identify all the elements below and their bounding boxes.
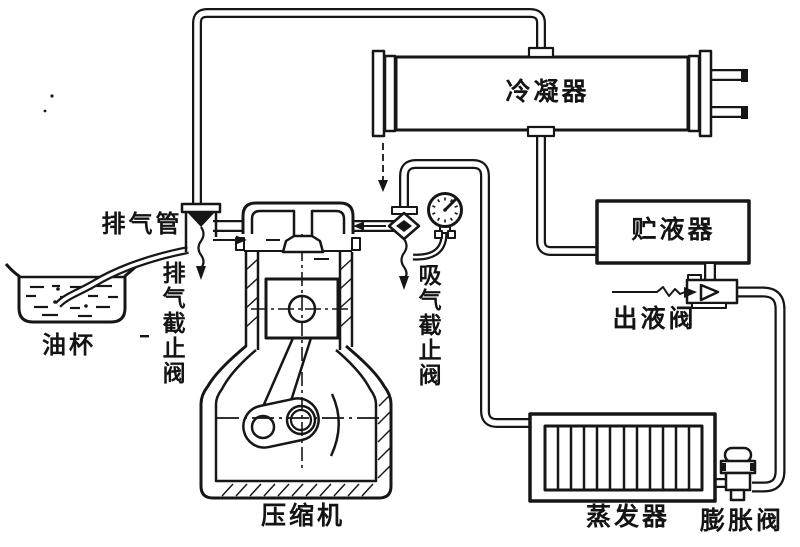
liquid-outlet-valve <box>612 274 739 309</box>
discharge-valve-stem-wavy <box>197 226 205 269</box>
suction-riser-pipe-core <box>401 161 533 426</box>
liquid-flow-squiggle <box>612 286 686 297</box>
discharge-flow-arrowhead <box>236 235 247 245</box>
gauge-foot-left <box>434 230 443 239</box>
suction-stop-valve <box>378 143 421 290</box>
discharge-valve-stem-arrow <box>196 266 206 280</box>
crankcase-base-hatch <box>221 394 391 497</box>
condenser-outlet-pipe <box>536 128 601 256</box>
expansion-valve <box>719 446 757 502</box>
liquid-valve-base <box>691 302 727 309</box>
condenser-endcap-left-outer <box>371 49 386 138</box>
label-discharge-pipe: 排气管 <box>101 210 183 238</box>
condenser <box>371 46 748 138</box>
cylinder-wall-hatch <box>245 258 353 328</box>
head-outer-arch <box>241 201 355 234</box>
expansion-valve-collar <box>719 459 757 475</box>
condenser-endcap-left-inner <box>383 54 397 133</box>
condenser-endcap-right-outer <box>698 49 713 138</box>
label-evaporator: 蒸发器 <box>585 502 670 531</box>
expansion-valve-collar-mark-left <box>721 463 726 471</box>
receiver-shell <box>595 199 751 265</box>
gauge-tube-core <box>412 233 446 259</box>
discharge-valve-collar <box>180 202 222 214</box>
expansion-valve-collar-mark-right <box>750 463 755 471</box>
label-suction-stop-valve: 吸气截止阀 <box>414 263 441 388</box>
evaporator <box>528 412 717 503</box>
connecting-rod-right-edge <box>288 337 313 405</box>
suction-valve-stem-wavy <box>400 238 408 280</box>
scan-specks <box>43 94 149 338</box>
condenser-outlet-collar <box>526 125 556 138</box>
liquid-pipe-to-expansion-core <box>736 288 784 491</box>
gauge-hub <box>443 208 447 212</box>
gauge-foot-right <box>447 230 456 239</box>
liquid-flow-arrowhead <box>684 287 697 298</box>
discharge-riser-pipe-core <box>194 10 544 212</box>
expansion-valve-housing <box>724 471 752 492</box>
condenser-endcap-right-inner <box>687 54 701 133</box>
suction-valve-stem-arrow <box>399 276 409 290</box>
discharge-pipe-to-oil-cup-core <box>56 248 189 307</box>
cylinder-walls <box>244 252 354 350</box>
expansion-valve-stub <box>729 488 746 502</box>
gauge-ticks <box>432 197 458 223</box>
label-receiver: 贮液器 <box>631 215 716 244</box>
discharge-valve-cone <box>187 212 215 227</box>
big-end-bearing <box>250 414 276 440</box>
label-liquid-outlet-valve: 出液阀 <box>612 304 697 333</box>
label-condenser: 冷凝器 <box>505 77 590 106</box>
head-valve-foot <box>281 234 325 254</box>
head-inner-left <box>250 209 296 237</box>
rotation-arc <box>329 393 340 457</box>
suction-flow-arrowhead <box>353 221 364 231</box>
label-expansion-valve: 膨胀阀 <box>699 506 784 535</box>
compressor <box>199 201 393 500</box>
suction-flow-down-arrow <box>378 180 388 192</box>
label-compressor: 压缩机 <box>260 501 345 530</box>
label-discharge-stop-valve: 排气截止阀 <box>158 261 185 386</box>
water-stub-tip-bottom <box>741 106 748 119</box>
head-inner-right <box>310 209 346 237</box>
evaporator-fins <box>556 426 691 490</box>
discharge-stop-valve <box>180 202 222 280</box>
condenser-outlet-pipe-core <box>538 128 601 254</box>
condenser-inlet-collar <box>527 46 555 59</box>
water-stub-tip-top <box>741 69 748 82</box>
pressure-gauge <box>427 192 463 239</box>
head-flange-right <box>351 237 361 251</box>
connecting-rod-left-edge <box>260 337 295 410</box>
label-oil-cup: 油杯 <box>42 331 96 359</box>
crank-pin-inner <box>289 408 313 432</box>
liquid-valve-port-triangle <box>699 283 720 302</box>
gauge-needle <box>443 197 458 212</box>
suction-valve-diamond-core <box>396 220 412 232</box>
crankcase-inner <box>214 349 378 483</box>
